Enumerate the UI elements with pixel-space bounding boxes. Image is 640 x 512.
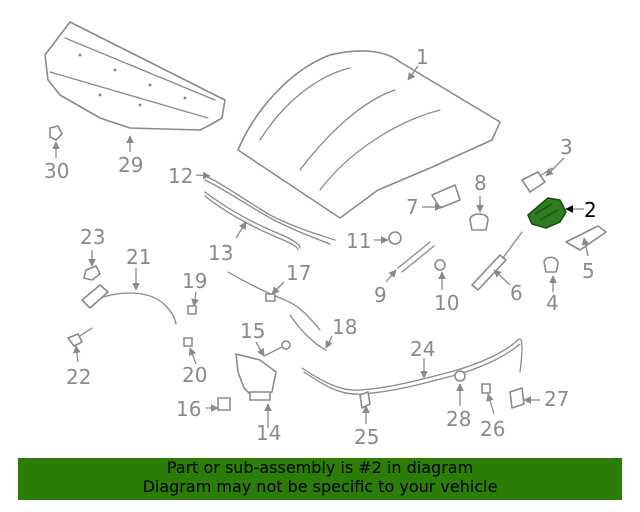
callout-29: 29 bbox=[118, 153, 143, 177]
exploded-parts-diagram: 1 2 3 4 5 6 7 8 9 10 11 12 13 14 15 16 1… bbox=[44, 21, 607, 449]
part-18-cable-end[interactable] bbox=[289, 314, 327, 351]
part-21-support-rod[interactable] bbox=[81, 284, 177, 325]
callout-12: 12 bbox=[168, 164, 193, 188]
part-3-bolt[interactable] bbox=[521, 167, 553, 193]
callout-labels: 1 2 3 4 5 6 7 8 9 10 11 12 13 14 15 16 1… bbox=[44, 45, 597, 449]
part-4-rubber-bumper[interactable] bbox=[543, 256, 559, 273]
callout-6: 6 bbox=[510, 281, 523, 305]
callout-16: 16 bbox=[176, 397, 201, 421]
part-16-clip[interactable] bbox=[217, 397, 231, 411]
part-30-clip[interactable] bbox=[49, 125, 63, 141]
part-25-clip[interactable] bbox=[359, 391, 371, 409]
callout-15: 15 bbox=[240, 319, 265, 343]
part-11-grommet[interactable] bbox=[388, 231, 402, 245]
part-8-grommet[interactable] bbox=[469, 213, 489, 231]
callout-10: 10 bbox=[434, 291, 459, 315]
part-13-weatherstrip[interactable] bbox=[204, 191, 301, 251]
part-9-lever[interactable] bbox=[397, 241, 435, 273]
callout-18: 18 bbox=[332, 315, 357, 339]
callout-27: 27 bbox=[544, 387, 569, 411]
callout-21: 21 bbox=[126, 245, 151, 269]
part-28-bolt[interactable] bbox=[454, 370, 466, 382]
callout-23: 23 bbox=[80, 225, 105, 249]
leader-lines bbox=[52, 65, 590, 428]
part-27-bracket[interactable] bbox=[509, 387, 525, 409]
part-29-insulator-pad[interactable] bbox=[44, 21, 226, 131]
part-12-hood-seal[interactable] bbox=[204, 175, 336, 245]
callout-1: 1 bbox=[416, 45, 429, 69]
callout-4: 4 bbox=[546, 291, 559, 315]
callout-5: 5 bbox=[582, 259, 595, 283]
fitment-notice-line-1: Part or sub-assembly is #2 in diagram bbox=[166, 458, 474, 477]
part-10-washer[interactable] bbox=[434, 259, 446, 271]
part-23-nut[interactable] bbox=[83, 265, 101, 281]
part-15-bolt[interactable] bbox=[263, 340, 291, 357]
callout-24: 24 bbox=[410, 337, 435, 361]
callout-9: 9 bbox=[374, 283, 387, 307]
part-1-hood-panel[interactable] bbox=[237, 50, 501, 219]
fitment-notice-banner: Part or sub-assembly is #2 in diagram Di… bbox=[18, 458, 622, 500]
callout-14: 14 bbox=[256, 421, 281, 445]
callout-17: 17 bbox=[286, 261, 311, 285]
part-26-clip[interactable] bbox=[481, 383, 491, 394]
callout-20: 20 bbox=[182, 363, 207, 387]
callout-2: 2 bbox=[584, 198, 597, 222]
callout-26: 26 bbox=[480, 417, 505, 441]
callout-7: 7 bbox=[406, 195, 419, 219]
callout-22: 22 bbox=[66, 365, 91, 389]
part-2-hood-hinge[interactable] bbox=[527, 197, 567, 229]
part-14-hood-latch[interactable] bbox=[235, 353, 277, 401]
callout-3: 3 bbox=[560, 135, 573, 159]
part-7-bracket[interactable] bbox=[431, 184, 461, 209]
part-22-bolt[interactable] bbox=[67, 327, 93, 347]
part-17-release-cable[interactable] bbox=[227, 271, 321, 331]
part-19-clip[interactable] bbox=[187, 305, 197, 315]
callout-30: 30 bbox=[44, 159, 69, 183]
fitment-notice-line-2: Diagram may not be specific to your vehi… bbox=[142, 477, 498, 496]
callout-28: 28 bbox=[446, 407, 471, 431]
part-6-hood-strut[interactable] bbox=[471, 231, 523, 291]
callout-8: 8 bbox=[474, 171, 487, 195]
callout-19: 19 bbox=[182, 269, 207, 293]
part-20-clip[interactable] bbox=[183, 337, 193, 347]
part-24-release-cable[interactable] bbox=[301, 338, 523, 395]
callout-11: 11 bbox=[346, 229, 371, 253]
callout-25: 25 bbox=[354, 425, 379, 449]
callout-13: 13 bbox=[208, 241, 233, 265]
